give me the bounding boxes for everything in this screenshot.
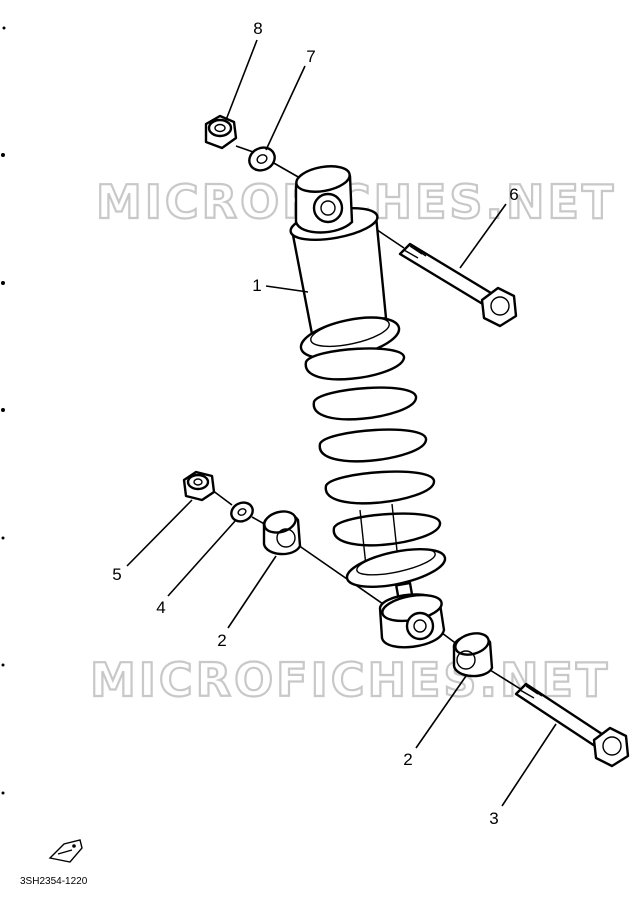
washer-7 — [248, 146, 276, 172]
axis-line-2-bolt3 — [489, 669, 523, 691]
diagram-code: 3SH2354-1220 — [20, 876, 88, 887]
callout-4: 4 — [156, 598, 165, 617]
binding-marks — [1, 26, 6, 795]
bushing-2-right — [452, 632, 494, 678]
callout-1: 1 — [252, 276, 261, 295]
callout-2-right: 2 — [403, 750, 412, 769]
nut-8 — [204, 114, 238, 150]
nut-5 — [182, 470, 216, 502]
callout-8: 8 — [253, 19, 262, 38]
callout-2-left: 2 — [217, 631, 226, 650]
axis-line-5-4 — [211, 489, 233, 506]
callout-3: 3 — [489, 809, 498, 828]
bolt-6 — [398, 242, 518, 328]
axis-line-top-2 — [271, 161, 301, 179]
callout-7: 7 — [306, 47, 315, 66]
callout-6: 6 — [509, 185, 518, 204]
shock-absorber-1 — [289, 165, 447, 649]
callout-5: 5 — [112, 565, 121, 584]
bolt-3 — [514, 682, 630, 768]
leader-lines — [126, 39, 557, 807]
reference-tag-icon — [48, 839, 83, 863]
washer-4 — [230, 501, 254, 523]
axis-line-2-eye — [297, 544, 387, 607]
bushing-2-left — [262, 510, 302, 556]
